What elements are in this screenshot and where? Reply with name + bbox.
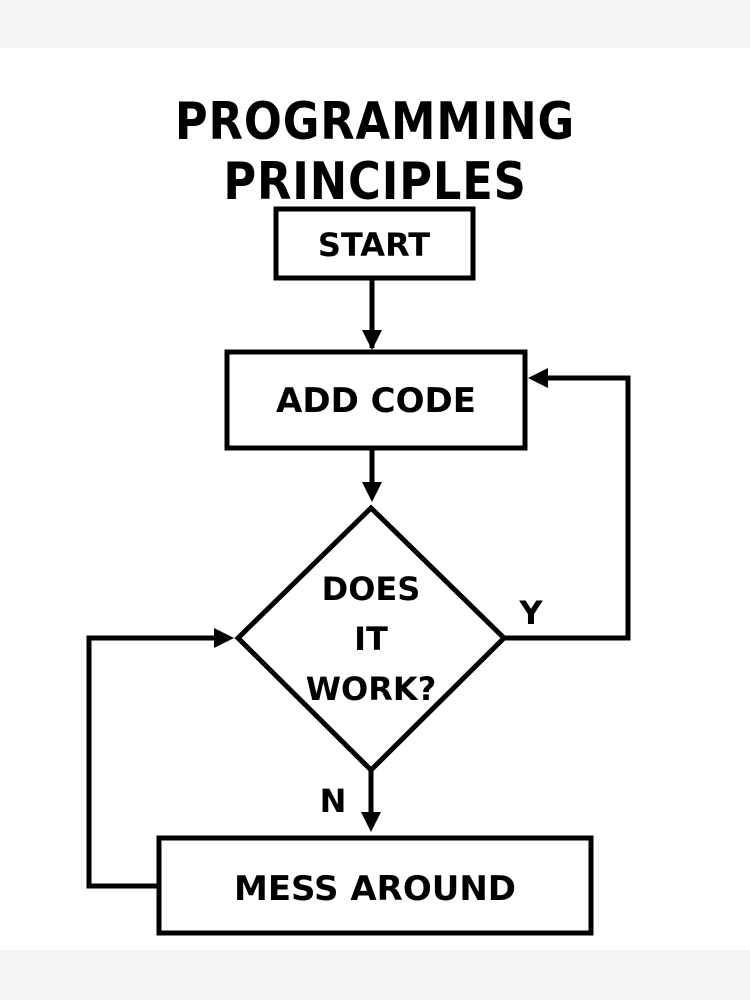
edge-yes-loop (504, 375, 631, 641)
edge-mess-loop (86, 635, 216, 889)
start-node: START (273, 206, 476, 281)
arrowhead-yes-loop (528, 368, 548, 388)
decision-label-line-1: DOES (322, 570, 421, 608)
mess-around-node: MESS AROUND (156, 835, 594, 936)
page-title: PROGRAMMING PRINCIPLES (174, 92, 576, 212)
add-code-node: ADD CODE (224, 349, 528, 451)
arrowhead-mess-loop (214, 628, 234, 648)
mess-around-label: MESS AROUND (234, 869, 516, 909)
arrowhead-add-to-decision (362, 482, 382, 502)
start-label: START (318, 226, 430, 264)
decision-label-line-2: IT (354, 620, 388, 658)
arrowhead-start-to-add (362, 330, 382, 350)
add-code-label: ADD CODE (276, 381, 476, 421)
decision-node: DOES IT WORK? (234, 504, 508, 774)
decision-label-line-3: WORK? (306, 670, 437, 708)
edge-no-label: N (320, 782, 347, 820)
arrowhead-no (361, 812, 381, 832)
poster-background (0, 48, 750, 950)
edge-yes-label: Y (518, 594, 543, 632)
